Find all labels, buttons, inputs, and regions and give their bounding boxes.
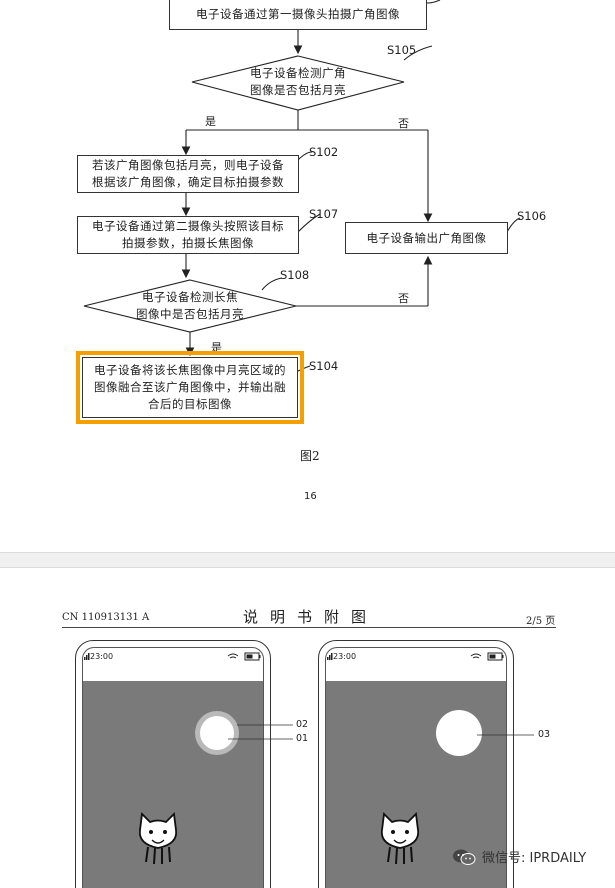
- step-label-s107: S107: [309, 207, 339, 221]
- ref-label-03: 03: [538, 729, 551, 740]
- status-time-left: 23:00: [90, 652, 114, 661]
- cat-illustration-right: [380, 812, 420, 865]
- flowchart-connectors: [83, 0, 521, 373]
- moon-left: [200, 716, 234, 750]
- wechat-watermark: 微信号: IPRDAILY: [452, 847, 586, 866]
- ref-label-01: 01: [296, 733, 309, 744]
- branch-yes-label-2: 是: [211, 341, 222, 354]
- wechat-icon: [453, 849, 476, 865]
- header-rule: [62, 627, 556, 628]
- page-number: 16: [304, 491, 317, 502]
- watermark-text: 微信号: IPRDAILY: [482, 851, 587, 866]
- flowchart-step-s104: 电子设备将该长焦图像中月亮区域的 图像融合至该广角图像中，并输出融 合后的目标图…: [82, 357, 298, 418]
- status-time-right: 23:00: [333, 652, 357, 661]
- flowchart-step-s106: 电子设备输出广角图像: [345, 222, 508, 254]
- branch-no-label-2: 否: [398, 292, 409, 305]
- patent-number: CN 110913131 A: [62, 612, 150, 623]
- step-label-s108: S108: [280, 268, 310, 282]
- phone-drawing-right: [318, 640, 514, 888]
- patent-page-flowchart: 电子设备通过第一摄像头拍摄广角图像 S105 电子设备检测广角 图像是否包括月亮…: [76, 0, 547, 502]
- page-separator: [0, 552, 615, 568]
- patent-page-drawings: CN 110913131 A 说明书附图 2/5 页 23:00 23:00: [0, 568, 615, 888]
- flowchart-step-s102: 若该广角图像包括月亮，则电子设备 根据该广角图像，确定目标拍摄参数: [77, 155, 299, 193]
- signal-icon: [84, 653, 333, 660]
- branch-yes-label: 是: [205, 115, 216, 128]
- phone-drawing-left: [75, 640, 271, 888]
- decision-s105-text: 电子设备检测广角 图像是否包括月亮: [250, 66, 346, 97]
- step-label-s104: S104: [309, 359, 339, 373]
- phone-drawings-overlay: [84, 652, 534, 865]
- battery-icon: [244, 652, 504, 661]
- step-label-s102: S102: [309, 145, 339, 159]
- ref-label-02: 02: [296, 719, 309, 730]
- highlight-frame: [76, 351, 304, 424]
- moon-right: [436, 710, 482, 756]
- figure-caption: 图2: [300, 449, 320, 463]
- phone-screen-left: [82, 681, 264, 888]
- wifi-icon: [227, 653, 482, 659]
- decision-s108-text: 电子设备检测长焦 图像中是否包括月亮: [136, 290, 244, 321]
- branch-no-label: 否: [398, 117, 409, 130]
- step-label-s106: S106: [517, 209, 547, 223]
- page-info: 2/5 页: [526, 616, 556, 627]
- phone-screen-right: [325, 681, 507, 888]
- page-header-title: 说明书附图: [243, 608, 379, 626]
- step-label-s105: S105: [387, 43, 417, 57]
- cat-illustration-left: [138, 812, 178, 865]
- flowchart-step-s107: 电子设备通过第二摄像头按照该目标 拍摄参数，拍摄长焦图像: [77, 216, 299, 254]
- flowchart-step-capture-wide: 电子设备通过第一摄像头拍摄广角图像: [169, 0, 427, 30]
